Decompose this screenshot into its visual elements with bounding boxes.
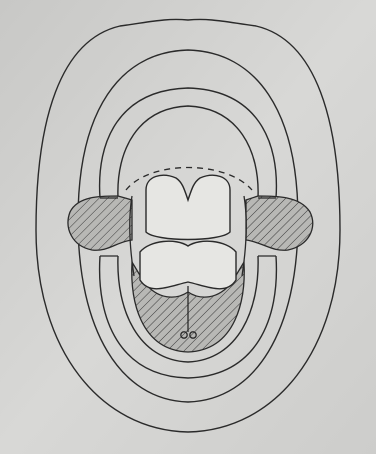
lower-molar-shape — [140, 241, 236, 289]
left-cheek-hatched — [68, 196, 132, 250]
right-cheek-hatched — [246, 196, 313, 250]
